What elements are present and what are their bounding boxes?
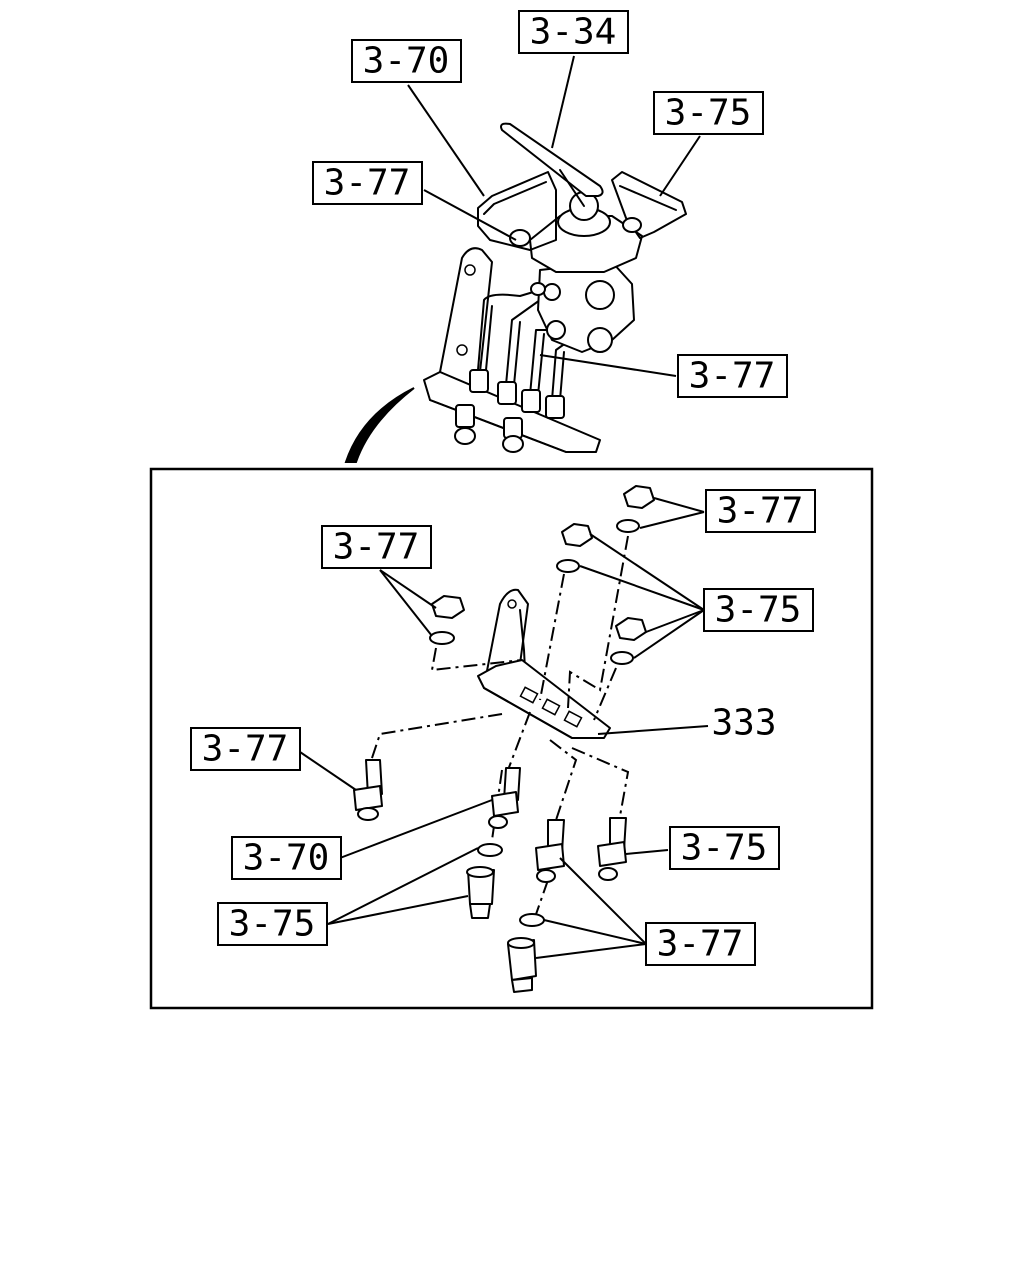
callout-label: 3-77 bbox=[689, 356, 776, 397]
callout-3-70-top: 3-70 bbox=[351, 39, 462, 83]
callout-label: 3-77 bbox=[333, 527, 420, 568]
callout-3-77-top-left: 3-77 bbox=[312, 161, 423, 205]
callout-label: 3-75 bbox=[681, 828, 768, 869]
detail-view-leaders bbox=[299, 497, 709, 959]
callout-3-75-detail-lower-right: 3-75 bbox=[669, 826, 780, 870]
callout-label: 3-77 bbox=[657, 924, 744, 965]
callout-label: 3-70 bbox=[243, 838, 330, 879]
callout-3-75-detail-right: 3-75 bbox=[703, 588, 814, 632]
detail-exploded-illustration bbox=[353, 485, 655, 993]
callout-3-77-detail-left: 3-77 bbox=[190, 727, 301, 771]
callout-label: 3-75 bbox=[229, 904, 316, 945]
callout-3-75-detail-lower-left: 3-75 bbox=[217, 902, 328, 946]
callout-label: 3-75 bbox=[665, 93, 752, 134]
callout-3-77-top-right: 3-77 bbox=[677, 354, 788, 398]
callout-3-77-detail-top-left: 3-77 bbox=[321, 525, 432, 569]
detail-view-frame bbox=[149, 467, 874, 1010]
top-assembly-illustration bbox=[423, 122, 687, 453]
callout-label: 3-34 bbox=[530, 12, 617, 53]
callout-3-75-top: 3-75 bbox=[653, 91, 764, 135]
top-view-leaders bbox=[407, 55, 701, 377]
callout-3-77-detail-top-right: 3-77 bbox=[705, 489, 816, 533]
callout-3-34-top: 3-34 bbox=[518, 10, 629, 54]
callout-label: 3-70 bbox=[363, 41, 450, 82]
callout-label: 3-75 bbox=[715, 590, 802, 631]
detail-view-pointer-arrow bbox=[344, 387, 415, 463]
callout-3-77-detail-bottom: 3-77 bbox=[645, 922, 756, 966]
callout-3-70-detail: 3-70 bbox=[231, 836, 342, 880]
callout-label: 3-77 bbox=[717, 491, 804, 532]
callout-label: 3-77 bbox=[324, 163, 411, 204]
part-number-333: 333 bbox=[711, 703, 776, 744]
callout-label: 3-77 bbox=[202, 729, 289, 770]
